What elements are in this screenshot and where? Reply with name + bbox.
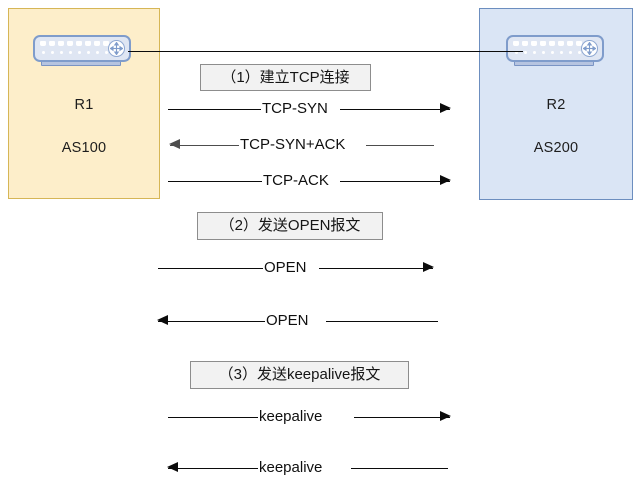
- router-status-dial-icon: [581, 40, 598, 57]
- message-open-in: OPEN: [157, 310, 438, 332]
- arrow-line-left: [158, 321, 270, 322]
- message-label: OPEN: [263, 257, 308, 279]
- as-zone-right[interactable]: R2 AS200: [479, 8, 633, 200]
- router-chassis: [506, 35, 604, 62]
- router-status-dial-icon: [108, 40, 125, 57]
- message-label: keepalive: [258, 406, 324, 428]
- arrow-head-right-icon: [440, 411, 451, 421]
- message-open-out: OPEN: [158, 257, 434, 279]
- arrow-head-left-icon: [157, 315, 168, 325]
- router-front-panel: [38, 39, 124, 58]
- message-keepalive-out: keepalive: [168, 406, 451, 428]
- as-label-as100: AS100: [61, 140, 107, 156]
- arrow-line-right: [354, 417, 450, 418]
- physical-link-line: [128, 51, 523, 52]
- arrow-line-right: [351, 468, 448, 469]
- message-tcp-syn-ack: TCP-SYN+ACK: [169, 134, 434, 156]
- arrow-head-right-icon: [440, 175, 451, 185]
- router-label-r2: R2: [546, 97, 566, 113]
- message-label: keepalive: [258, 457, 324, 479]
- as-zone-left[interactable]: R1 AS100: [8, 8, 160, 199]
- arrow-line-left: [168, 181, 268, 182]
- step-label-2: （2）发送OPEN报文: [197, 212, 383, 240]
- router-label-r1: R1: [74, 97, 94, 113]
- arrow-line-right: [366, 145, 434, 146]
- arrow-line-right: [326, 321, 438, 322]
- message-tcp-syn: TCP-SYN: [168, 98, 451, 120]
- router-chassis: [33, 35, 131, 62]
- arrow-head-left-icon: [169, 139, 180, 149]
- arrow-head-left-icon: [167, 462, 178, 472]
- router-icon-r2[interactable]: [506, 35, 604, 69]
- arrow-line-left: [168, 109, 268, 110]
- arrow-line-left: [168, 468, 264, 469]
- arrow-line-right: [319, 268, 433, 269]
- arrow-line-right: [340, 109, 450, 110]
- message-label: TCP-ACK: [262, 170, 330, 192]
- router-front-panel: [511, 39, 597, 58]
- arrow-line-left: [158, 268, 268, 269]
- arrow-head-right-icon: [423, 262, 434, 272]
- message-tcp-ack: TCP-ACK: [168, 170, 451, 192]
- arrow-line-left: [168, 417, 265, 418]
- step-label-3: （3）发送keepalive报文: [190, 361, 409, 389]
- arrow-line-left: [170, 145, 246, 146]
- arrow-head-right-icon: [440, 103, 451, 113]
- arrow-line-right: [340, 181, 450, 182]
- message-label: OPEN: [265, 310, 310, 332]
- message-label: TCP-SYN: [261, 98, 329, 120]
- router-icon-r1[interactable]: [33, 35, 131, 69]
- message-label: TCP-SYN+ACK: [239, 134, 347, 156]
- step-label-1: （1）建立TCP连接: [200, 64, 371, 91]
- message-keepalive-in: keepalive: [167, 457, 448, 479]
- as-label-as200: AS200: [533, 140, 579, 156]
